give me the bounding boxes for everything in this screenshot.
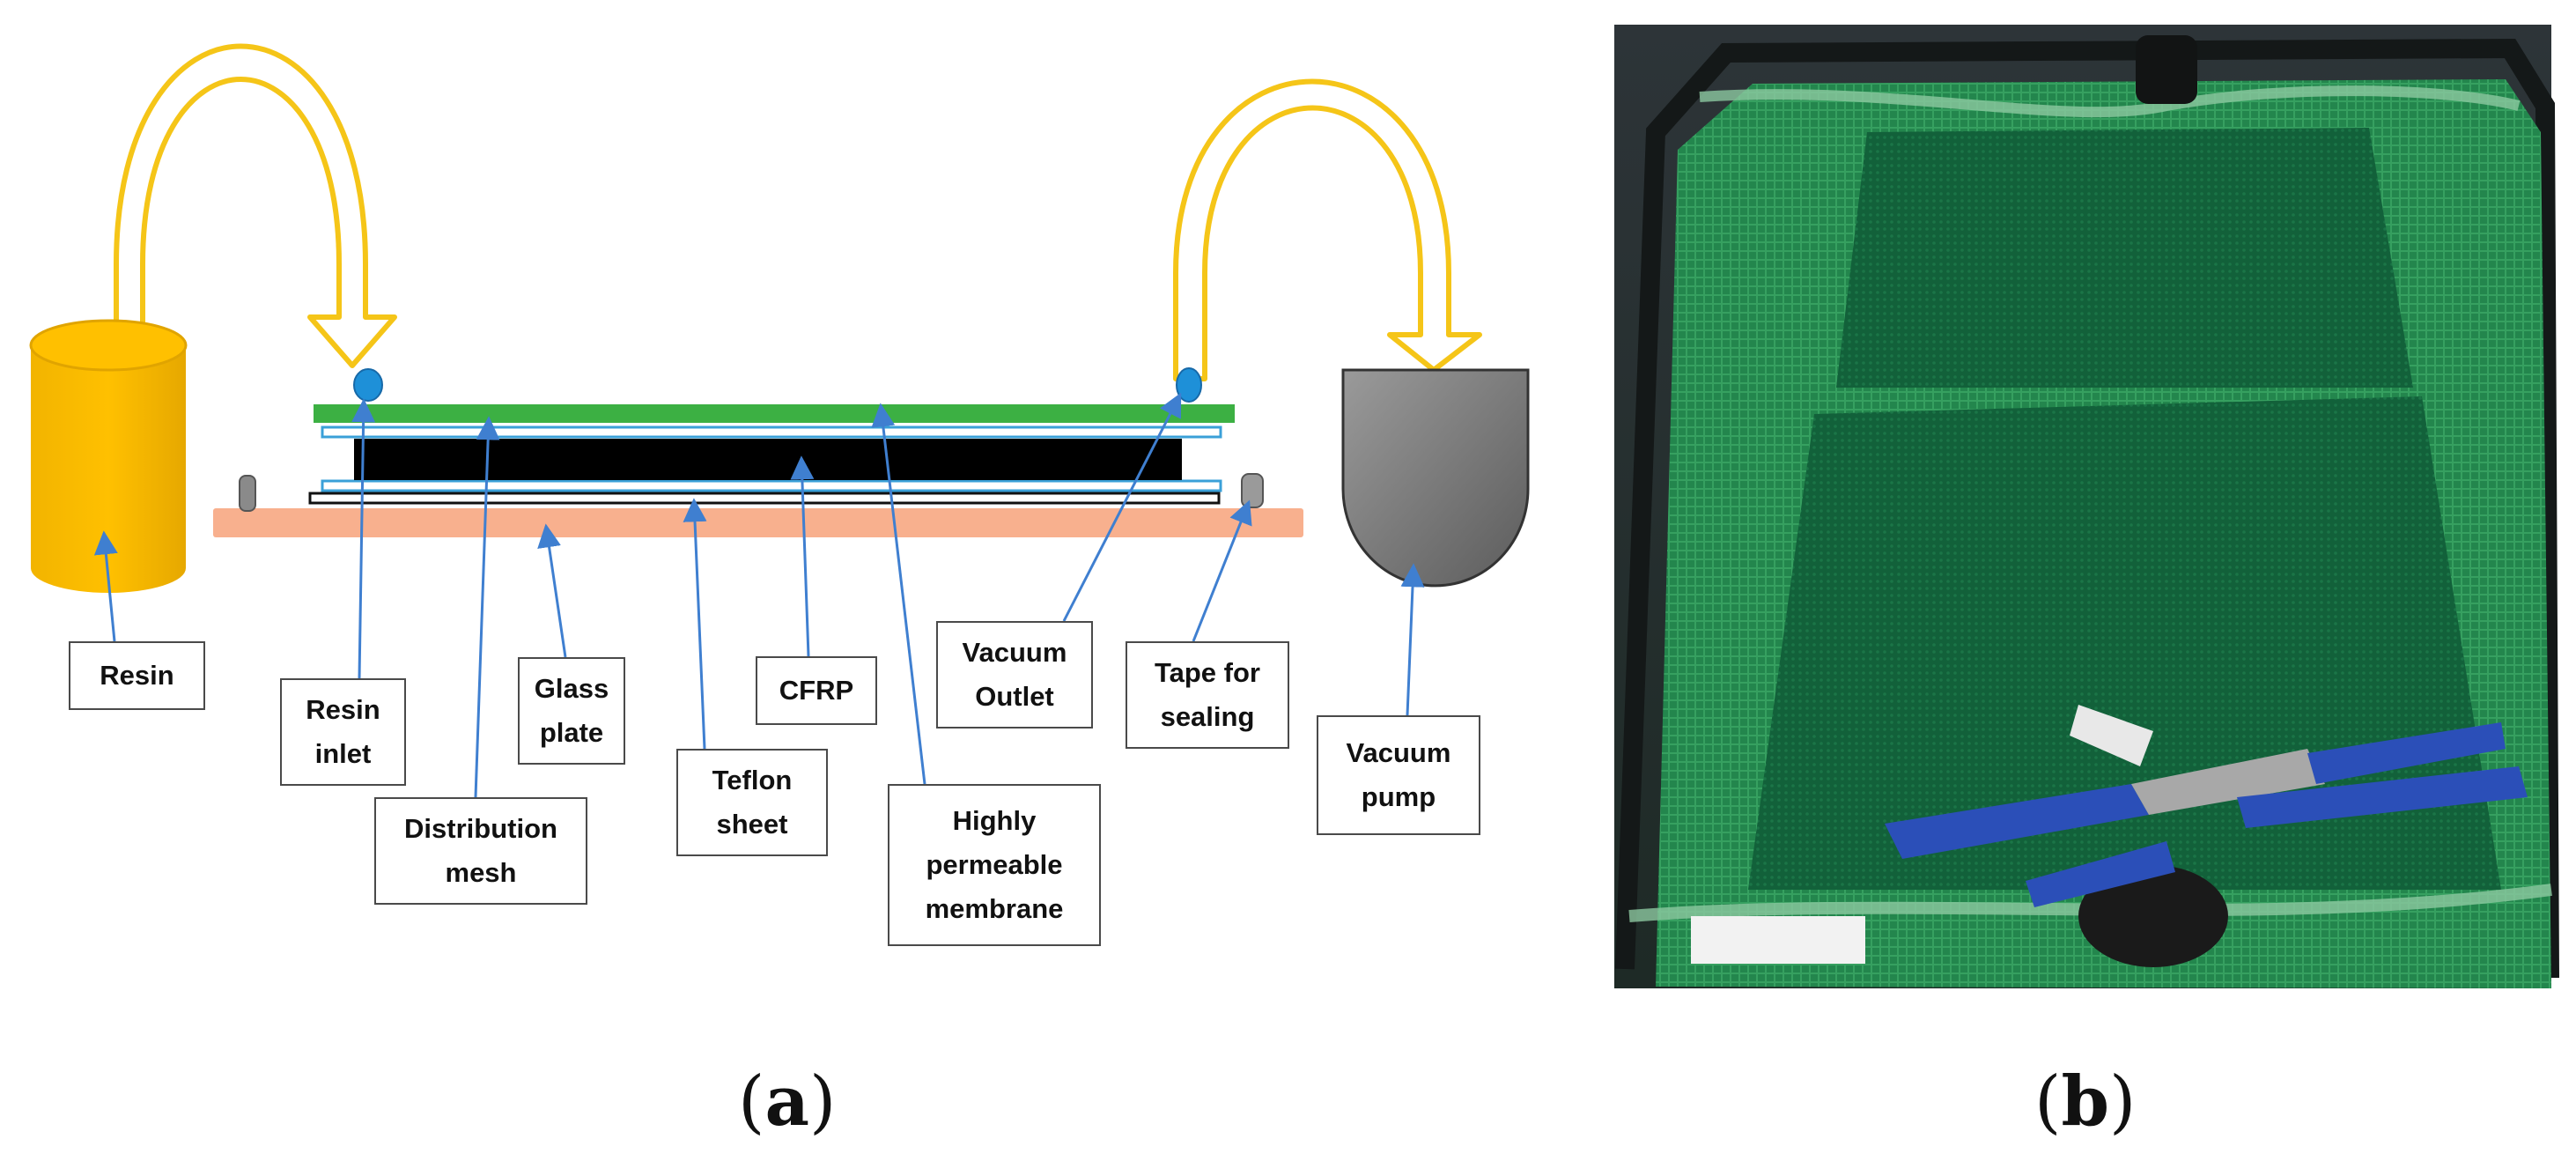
leader-vacuum-pump (1400, 563, 1425, 716)
leader-tape (1192, 499, 1252, 642)
tape-left (239, 475, 256, 512)
leader-cfrp (790, 455, 815, 657)
leader-resin-inlet (351, 398, 376, 679)
leader-resin (93, 530, 118, 642)
leader-vacuum-outlet (1062, 392, 1182, 622)
label-tape-for-sealing: Tape for sealing (1126, 641, 1289, 749)
caption-b-letter: b (2061, 1061, 2109, 1142)
fabric-top (1836, 128, 2413, 388)
cfrp-laminate (354, 439, 1182, 480)
vacuum-pump (1341, 368, 1530, 588)
sealing-tape-edge (1615, 38, 2559, 979)
leader-distribution-mesh (474, 416, 500, 798)
caption-b-close: ) (2108, 1062, 2137, 1142)
label-resin-inlet: Resin inlet (280, 678, 406, 786)
panel-b-photo (1614, 25, 2559, 988)
vacuum-connector (2078, 865, 2228, 967)
vacuum-outlet-port (1176, 367, 1202, 403)
label-distribution-mesh: Distribution mesh (374, 797, 587, 905)
leader-lines (93, 392, 1425, 798)
resin-flow-arrow (114, 43, 397, 368)
label-cfrp: CFRP (756, 656, 877, 725)
panel-a-schematic (29, 43, 1530, 798)
resin-container (29, 319, 188, 593)
caption-b: (b) (2034, 1061, 2136, 1142)
label-highly-permeable-membrane: Highly permeable membrane (888, 784, 1101, 946)
distribution-mesh-layer (314, 404, 1235, 423)
tube-top (1699, 85, 2521, 118)
caption-a-open: ( (738, 1062, 765, 1142)
leader-membrane (871, 403, 926, 785)
clamps (1885, 705, 2528, 907)
top-fitting (2136, 35, 2197, 104)
label-teflon-sheet: Teflon sheet (676, 749, 828, 856)
caption-a-close: ) (808, 1062, 837, 1142)
label-vacuum-pump: Vacuum pump (1317, 715, 1480, 835)
lower-membrane (321, 479, 1222, 492)
glass-plate (213, 508, 1303, 537)
caption-b-open: ( (2034, 1062, 2062, 1142)
leader-glass-plate (537, 523, 567, 658)
white-tag (1691, 916, 1865, 964)
tape-right (1241, 473, 1264, 508)
upper-membrane (321, 425, 1222, 439)
label-glass-plate: Glass plate (518, 657, 625, 765)
leader-teflon-sheet (683, 498, 707, 750)
label-resin: Resin (69, 641, 205, 710)
vacuum-flow-arrow (1173, 78, 1482, 381)
resin-inlet-port (353, 368, 383, 402)
caption-a-letter: a (764, 1061, 809, 1142)
teflon-sheet (308, 492, 1221, 505)
label-vacuum-outlet: Vacuum Outlet (936, 621, 1093, 729)
caption-a: (a) (738, 1061, 836, 1142)
